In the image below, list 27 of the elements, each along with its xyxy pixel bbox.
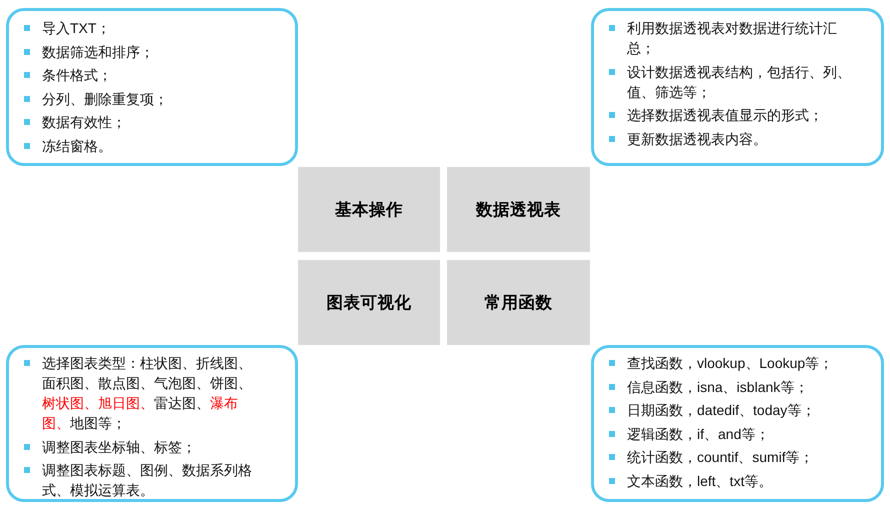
list-item: 设计数据透视表结构，包括行、列、值、筛选等；: [627, 62, 852, 102]
list-item: 分列、删除重复项；: [42, 90, 169, 109]
list-item: 导入TXT；: [42, 19, 112, 38]
list-item: 调整图表标题、图例、数据系列格式、模拟运算表。: [42, 461, 253, 500]
list-item: 调整图表坐标轴、标签；: [42, 438, 197, 457]
list-card: [591, 345, 884, 502]
list-item: 信息函数，isna、isblank等；: [627, 378, 810, 397]
list-card: [591, 8, 884, 166]
list-item: 更新数据透视表内容。: [627, 130, 768, 149]
list-item: 条件格式；: [42, 66, 113, 86]
topic-tile: 图表可视化: [298, 260, 440, 345]
list-item: 冻结窗格。: [42, 136, 113, 156]
list-item: 利用数据透视表对数据进行统计汇总；: [627, 19, 838, 58]
list-card: [6, 8, 298, 166]
list-item: 数据筛选和排序；: [42, 42, 155, 62]
list-item: 日期函数，datedif、today等；: [627, 401, 816, 420]
list-item: 文本函数，left、txt等。: [627, 472, 774, 491]
list-item: 查找函数，vlookup、Lookup等；: [627, 354, 834, 373]
list-item: 选择数据透视表值显示的形式；: [627, 106, 824, 126]
topic-tile: 基本操作: [298, 167, 440, 252]
topic-tile: 常用函数: [447, 260, 590, 345]
list-card: [6, 345, 298, 502]
list-item: 选择图表类型：柱状图、折线图、面积图、散点图、气泡图、饼图、树状图、旭日图、雷达图、瀑布图、地图等；: [42, 354, 253, 433]
list-item: 统计函数，countif、sumif等；: [627, 448, 815, 468]
list-item: 数据有效性；: [42, 113, 127, 132]
topic-tile: 数据透视表: [447, 167, 590, 252]
list-item: 逻辑函数，if、and等；: [627, 424, 770, 444]
